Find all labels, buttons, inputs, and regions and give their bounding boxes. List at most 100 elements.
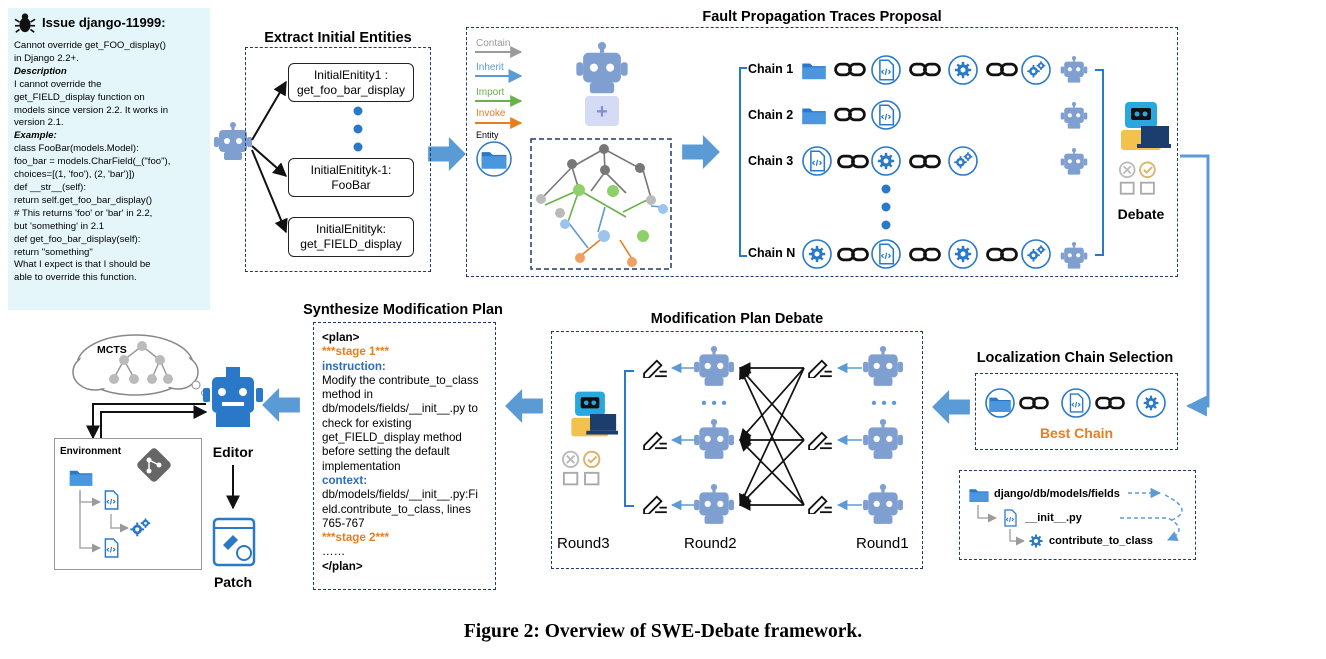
best-chain-icons: [985, 388, 1166, 418]
fault-box: [466, 27, 1178, 277]
chain-n: [802, 239, 1051, 269]
git-icon: [137, 448, 171, 482]
issue-line: def __str__(self):: [14, 181, 86, 193]
entity-card-k: InitialEnitityk:get_FIELD_display: [288, 217, 414, 257]
legend-contain: Contain: [476, 38, 511, 49]
ctx-line: db/models/fields/__init__.py:Fi: [322, 488, 478, 502]
plan-open-tag: <plan>: [322, 331, 360, 344]
ctx-line: eld.contribute_to_class, lines: [322, 502, 471, 516]
environment-box: [54, 438, 202, 570]
plan-close-tag: </plan>: [322, 559, 363, 573]
entity-1-label: InitialEnitity1 :: [313, 68, 389, 82]
entity-k-label: InitialEnitityk:: [315, 222, 387, 236]
extract-title: Extract Initial Entities: [264, 30, 412, 46]
round1-label: Round1: [856, 535, 909, 552]
issue-line: models since version 2.2. It works in: [14, 104, 169, 116]
issue-line: but 'something' in 2.1: [14, 220, 105, 232]
path-folder: django/db/models/fields: [994, 488, 1120, 500]
legend-invoke: Invoke: [476, 108, 506, 119]
extract-box: [245, 47, 431, 272]
figure-caption: Figure 2: Overview of SWE-Debate framewo…: [463, 621, 863, 642]
instr-line: before setting the default: [322, 445, 450, 459]
graph-nodes: [536, 144, 668, 267]
issue-line: return self.get_foo_bar_display(): [14, 194, 153, 206]
round2-label: Round2: [684, 535, 737, 552]
plan-box: <plan> ***stage 1*** instruction: Modify…: [313, 322, 496, 590]
ellipsis-dot: [353, 124, 363, 134]
flow-arrow-icon: [262, 388, 300, 422]
flow-arrow-icon: [428, 137, 466, 171]
instr-line: implementation: [322, 459, 401, 473]
chain-label-n: Chain N: [748, 246, 796, 260]
environment-label: Environment: [60, 446, 122, 457]
arrow-to-entity1: [251, 80, 287, 141]
issue-line: I cannot override the: [14, 78, 102, 90]
instr-line: Modify the contribute_to_class: [322, 373, 479, 387]
mdebate-box: [551, 331, 923, 569]
issue-line: Example:: [14, 130, 57, 142]
mcts-cloud: [72, 334, 207, 396]
flow-arrow-icon: [932, 390, 970, 424]
plus-box: [585, 96, 619, 126]
issue-line: get_FIELD_display function on: [14, 91, 145, 103]
issue-line: return "something": [14, 246, 93, 258]
mdebate-title: Modification Plan Debate: [650, 311, 824, 327]
bug-icon: [14, 13, 36, 33]
chain-1: [802, 55, 1051, 85]
entity-k-1-name: FooBar: [331, 178, 371, 192]
issue-line: able to override this function.: [14, 272, 137, 284]
issue-line: choices=[(1, 'foo'), (2, 'bar')]): [14, 169, 135, 181]
issue-line: class FooBar(models.Model):: [14, 143, 139, 155]
stage1-label: ***stage 1***: [322, 345, 390, 359]
entity-card-k-1: InitialEnitityk-1:FooBar: [288, 158, 414, 197]
svg-text:+: +: [596, 101, 608, 123]
stage2-label: ***stage 2***: [322, 531, 390, 545]
entity-k-name: get_FIELD_display: [300, 237, 402, 251]
chain-label-3: Chain 3: [748, 154, 794, 168]
legend-import: Import: [476, 87, 505, 98]
issue-line: foo_bar = models.CharField(_("foo"),: [14, 156, 171, 168]
issue-line: Description: [14, 65, 67, 77]
best-chain-detail-box: [959, 470, 1196, 560]
issue-line: def get_foo_bar_display(self):: [14, 233, 141, 245]
context-label: context:: [322, 473, 368, 487]
ctx-line: 765-767: [322, 516, 365, 530]
arrow-to-entityk: [251, 149, 288, 234]
entity-1-name: get_foo_bar_display: [296, 83, 406, 97]
best-chain-label: Best Chain: [1039, 425, 1114, 441]
patch-label: Patch: [213, 574, 253, 590]
arrow-to-entityk-1: [251, 145, 288, 177]
instr-line: get_FIELD_display method: [322, 431, 462, 445]
legend-entity: Entity: [476, 130, 499, 140]
entity-k-1-label: InitialEnitityk-1:: [310, 163, 392, 177]
entity-card-1: InitialEnitity1 :get_foo_bar_display: [288, 63, 414, 102]
issue-body: Cannot override get_FOO_display()in Djan…: [14, 40, 204, 285]
debate-label: Debate: [1117, 206, 1165, 222]
issue-title: Issue django-11999:: [42, 14, 166, 30]
chain-3: [802, 146, 978, 176]
selection-box: [975, 373, 1178, 450]
editor-robot-icon: [203, 367, 263, 427]
debate-bracket: [1095, 69, 1104, 256]
instr-line: method in: [322, 388, 373, 402]
mcts-label: MCTS: [97, 344, 127, 356]
selection-title: Localization Chain Selection: [976, 350, 1174, 366]
synth-title: Synthesize Modification Plan: [303, 302, 503, 318]
ellipsis-dot: [353, 106, 363, 116]
ellipsis-dot: [353, 142, 363, 152]
path-function: contribute_to_class: [1049, 535, 1153, 547]
round3-label: Round3: [557, 535, 610, 552]
issue-line: in Django 2.2+.: [14, 52, 79, 64]
cross-arrows: [738, 362, 805, 511]
issue-line: Cannot override get_FOO_display(): [14, 40, 166, 51]
chain-label-1: Chain 1: [748, 62, 794, 76]
issue-panel: Issue django-11999: Cannot override get_…: [8, 8, 210, 310]
fault-title: Fault Propagation Traces Proposal: [702, 9, 942, 25]
svg-text:• • •: • • •: [701, 395, 727, 412]
plan-ellipsis: ……: [322, 545, 346, 559]
instr-line: db/models/fields/__init__.py to: [322, 402, 478, 416]
instruction-label: instruction:: [322, 359, 386, 373]
issue-line: version 2.1.: [14, 117, 64, 129]
issue-line: What I expect is that I should be: [14, 259, 151, 271]
